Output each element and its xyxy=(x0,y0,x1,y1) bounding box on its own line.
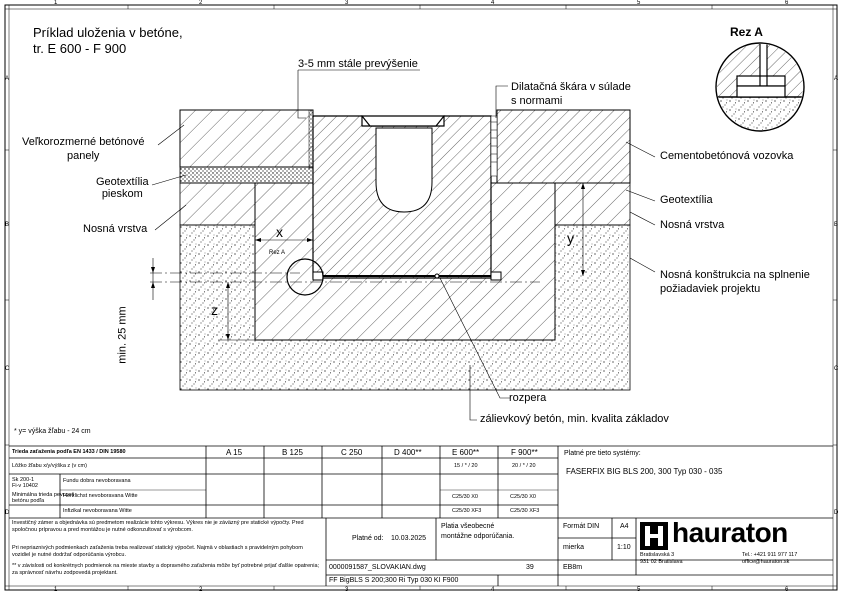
ruler-col-6: 6 xyxy=(785,0,789,6)
row1-e: 15 / * / 20 xyxy=(454,463,478,469)
label-geotextile-sand: Geotextília pieskom xyxy=(96,176,149,200)
ruler-row-a: A xyxy=(5,76,10,82)
assembly-note: Platia všeobecné montážne odporúčania. xyxy=(441,522,514,542)
note-1: Investičný zámer a objednávka sú predmet… xyxy=(12,520,304,533)
dimension-z: z xyxy=(211,302,218,318)
address-line-1: Bratislavská 3 xyxy=(640,552,675,558)
label-bearing-1: Nosná konštrukcia na splnenie xyxy=(660,269,810,281)
label-infill: zálievkový betón, min. kvalita základov xyxy=(480,413,669,425)
drawing-code: EB8m xyxy=(563,564,583,571)
ruler-row-c-right: C xyxy=(834,366,839,372)
label-expansion-joint-1: Dilatačná škára v súlade xyxy=(511,81,631,93)
ruler-row-c: C xyxy=(5,366,10,372)
ruler-row-b-right: B xyxy=(834,222,839,228)
class-b125: B 125 xyxy=(282,448,303,457)
label-raised: 3-5 mm stále prevýšenie xyxy=(298,58,418,70)
label-bearing: Nosná konštrukcia na splnenie požiadavie… xyxy=(660,268,810,296)
ruler-col-6-bottom: 6 xyxy=(785,587,789,593)
assembly-note-2: montážne odporúčania. xyxy=(441,533,515,540)
label-concrete-pavers-2: panely xyxy=(67,150,100,162)
format-label: Formát DIN xyxy=(563,523,600,530)
assembly-note-1: Platia všeobecné xyxy=(441,523,495,530)
ruler-col-4-bottom: 4 xyxy=(491,587,495,593)
brand-logo-text: hauraton xyxy=(672,517,788,548)
document-number: 0000091587_SLOVAKIAN.dwg xyxy=(329,564,426,571)
table-header-left: Trieda zaťaženia podľa EN 1433 / DIN 195… xyxy=(12,449,126,455)
row2c-label: Fundu dobra nevoboravana xyxy=(63,478,131,484)
class-e600: E 600** xyxy=(452,448,480,457)
scale-label: mierka xyxy=(563,544,585,551)
label-geotextile-sand-1: Geotextília xyxy=(96,176,149,188)
ruler-col-1-bottom: 1 xyxy=(54,587,58,593)
detail-label-rez-a: Rez A xyxy=(269,250,286,256)
dimension-y: y xyxy=(567,230,574,246)
label-cement-road: Cementobetónová vozovka xyxy=(660,150,794,162)
ruler-col-1: 1 xyxy=(54,0,58,6)
row4-f: C25/30 XF3 xyxy=(510,508,540,514)
label-bearing-2: požiadaviek projektu xyxy=(660,283,761,295)
valid-from-date: 10.03.2025 xyxy=(391,535,427,542)
format-value: A4 xyxy=(620,523,629,530)
footnote: * y= výška žľabu - 24 cm xyxy=(14,428,91,435)
valid-from-label: Platné od: xyxy=(352,535,384,542)
ruler-row-d-right: D xyxy=(834,510,839,516)
address-line-2: 931 02 Bratislava xyxy=(640,559,683,565)
row3-f: C25/30 X0 xyxy=(510,494,536,500)
footer-title: FF BigBLS S 200;300 Ri Typ 030 KI F900 xyxy=(329,577,459,584)
class-d400: D 400** xyxy=(394,448,422,457)
email: office@hauraton.sk xyxy=(742,559,790,565)
label-expansion-joint: Dilatačná škára v súlade s normami xyxy=(511,80,631,108)
label-base-right: Nosná vrstva xyxy=(660,219,725,231)
ruler-col-3: 3 xyxy=(345,0,349,6)
class-f900: F 900** xyxy=(511,448,538,457)
label-geotextile-right: Geotextília xyxy=(660,194,713,206)
label-concrete-pavers-1: Veľkorozmerné betónové xyxy=(22,136,145,148)
drawing-title-line1: Príklad uloženia v betóne, xyxy=(33,25,183,40)
label-expansion-joint-2: s normami xyxy=(511,95,563,107)
ruler-col-2: 2 xyxy=(199,0,203,6)
ruler-row-a-right: A xyxy=(834,76,839,82)
row3b-label: betónu podľa xyxy=(12,498,45,504)
note-3: ** v závislosti od konkrétnych podmienok… xyxy=(12,563,320,576)
class-c250: C 250 xyxy=(341,448,363,457)
ruler-col-5: 5 xyxy=(637,0,641,6)
system-name: FASERFIX BIG BLS 200, 300 Typ 030 - 035 xyxy=(566,467,723,476)
drawing-title-line2: tr. E 600 - F 900 xyxy=(33,41,127,56)
label-concrete-pavers: Veľkorozmerné betónové panely xyxy=(22,135,144,163)
class-a15: A 15 xyxy=(226,448,243,457)
ruler-col-2-bottom: 2 xyxy=(199,587,203,593)
row2a-label: Sk 200-1 xyxy=(12,477,35,483)
page-number: 39 xyxy=(526,564,534,571)
ruler-col-4: 4 xyxy=(491,0,495,6)
valid-systems-label: Platné pre tieto systémy: xyxy=(564,450,641,457)
note-2: Pri nepriaznivých podmienkach zaťaženia … xyxy=(12,545,303,558)
section-label: Rez A xyxy=(730,25,763,39)
row1-f: 20 / * / 20 xyxy=(512,463,536,469)
label-base-left: Nosná vrstva xyxy=(83,223,148,235)
row4c-label: Infizikal nevoboravana Witte xyxy=(63,508,132,514)
ruler-row-d: D xyxy=(5,510,10,516)
scale-value: 1:10 xyxy=(617,544,631,551)
row3c-label: Herzlichst nevoboravana Witte xyxy=(63,493,138,499)
dimension-min25: min. 25 mm xyxy=(116,306,129,364)
row3a-label: Minimálna trieda pevnosti xyxy=(12,492,75,498)
row3-e: C25/30 X0 xyxy=(452,494,478,500)
label-geotextile-sand-2: pieskom xyxy=(101,188,143,200)
ruler-col-5-bottom: 5 xyxy=(637,587,641,593)
ruler-row-b: B xyxy=(5,222,10,228)
dimension-x: x xyxy=(276,224,283,240)
row4-e: C25/30 XF3 xyxy=(452,508,482,514)
row2b-label: Fi-v 10402 xyxy=(12,483,38,489)
label-spacer: rozpera xyxy=(509,392,547,404)
drawing-title: Príklad uloženia v betóne, tr. E 600 - F… xyxy=(33,25,183,57)
row1-label: Lôžko žľabu x/y/výška z (v cm) xyxy=(12,463,87,469)
phone: Tel.: +421 911 977 117 xyxy=(742,552,798,558)
ruler-col-3-bottom: 3 xyxy=(345,587,349,593)
